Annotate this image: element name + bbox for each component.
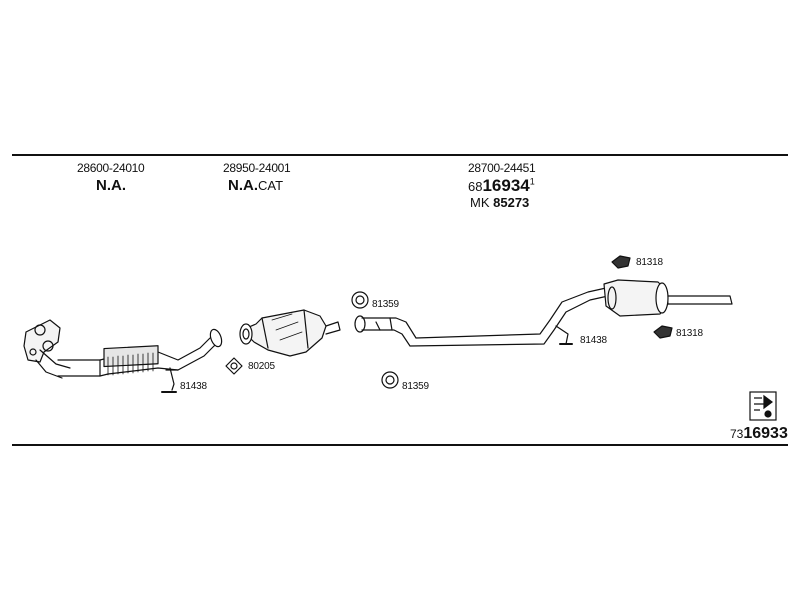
hanger-front (161, 367, 179, 393)
label-catalyst: N.A.CAT (228, 178, 283, 194)
mk-number: 85273 (493, 195, 530, 210)
reference-main: 16934 (482, 176, 530, 195)
catalog-book-icon (749, 391, 777, 421)
bottom-rule (12, 444, 788, 446)
reference-superscript: 1 (529, 176, 535, 187)
hanger-rear (555, 325, 573, 345)
callout-81318-top: 81318 (636, 257, 663, 268)
callout-81438-rear: 81438 (580, 335, 607, 346)
intermediate-pipe (354, 287, 609, 347)
rubber-hanger-bottom (653, 325, 673, 339)
reference-number: 68169341 (468, 177, 535, 195)
part-number-catalyst: 28950-24001 (223, 161, 291, 175)
catalyst (239, 309, 341, 357)
rubber-hanger-top (611, 255, 631, 269)
part-number-rear-section: 28700-24451 (468, 161, 536, 175)
diagram-number-main: 16933 (743, 425, 788, 442)
mk-prefix: MK (470, 195, 490, 210)
gasket-80205 (225, 357, 243, 375)
part-number-front-pipe: 28600-24010 (77, 161, 145, 175)
callout-81318-bottom: 81318 (676, 328, 703, 339)
front-pipe (57, 328, 223, 377)
top-rule (12, 154, 788, 156)
diagram-number-prefix: 73 (730, 427, 744, 441)
rear-muffler (603, 279, 733, 317)
callout-81438-front: 81438 (180, 381, 207, 392)
diagram-number: 7316933 (730, 426, 788, 442)
clamp-81359-top (351, 291, 369, 309)
clamp-81359-bottom (381, 371, 399, 389)
callout-81359-bottom: 81359 (402, 381, 429, 392)
label-front-pipe: N.A. (96, 177, 126, 194)
callout-80205: 80205 (248, 361, 275, 372)
callout-81359-top: 81359 (372, 299, 399, 310)
reference-prefix: 68 (468, 179, 483, 194)
mk-label: MK 85273 (470, 196, 529, 209)
label-catalyst-suffix: CAT (258, 178, 284, 193)
label-catalyst-main: N.A. (228, 177, 258, 194)
front-pipe-flange (23, 319, 71, 379)
